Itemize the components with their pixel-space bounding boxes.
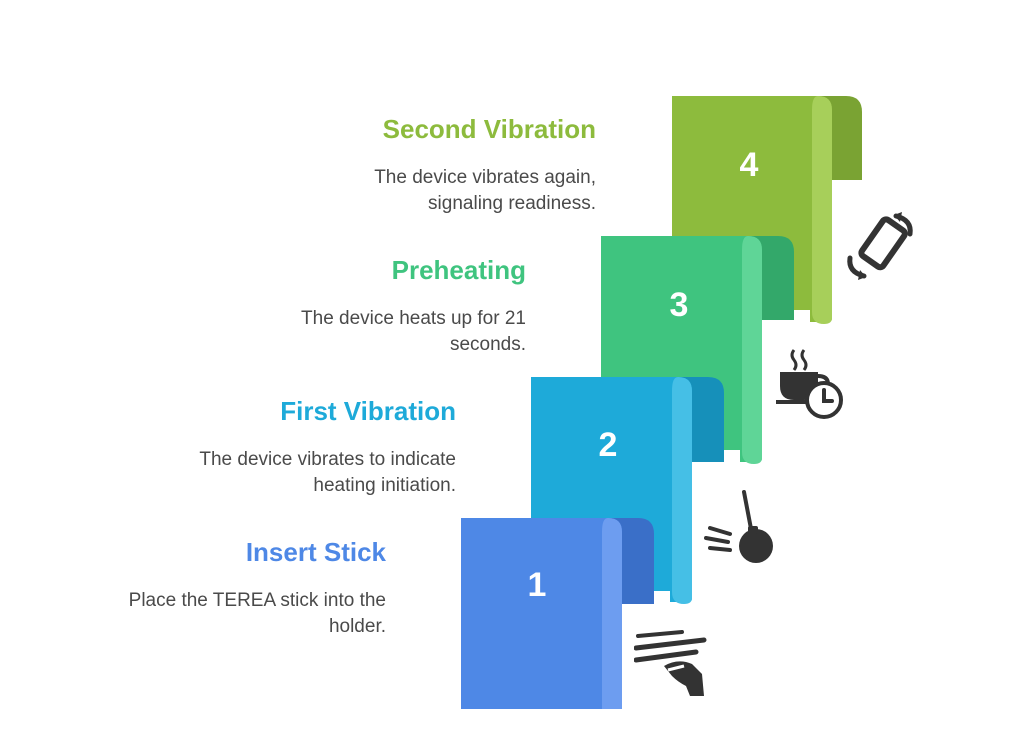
step-title-3: Preheating (391, 255, 526, 285)
scroll-body-1 (461, 518, 622, 709)
step-title-1: Insert Stick (245, 537, 386, 567)
step-number-2: 2 (598, 426, 618, 464)
step-description-1: Place the TEREA stick into the holder. (128, 590, 386, 637)
hand-inserting-stick-icon (634, 630, 707, 696)
hot-cup-timer-icon (776, 349, 843, 419)
step-title-4: Second Vibration (382, 114, 596, 144)
step-description-2: The device vibrates to indicate heating … (199, 449, 456, 496)
wrecking-ball-vibration-icon (704, 490, 773, 563)
step-description-4: The device vibrates again, signaling rea… (374, 167, 596, 214)
step-number-1: 1 (527, 566, 547, 604)
step-number-4: 4 (739, 146, 759, 184)
step-description-3: The device heats up for 21 seconds. (301, 308, 526, 355)
step-number-3: 3 (669, 286, 689, 324)
scroll-step-1 (461, 518, 654, 709)
step-title-2: First Vibration (280, 396, 456, 426)
phone-rotate-vibration-icon (847, 212, 913, 280)
